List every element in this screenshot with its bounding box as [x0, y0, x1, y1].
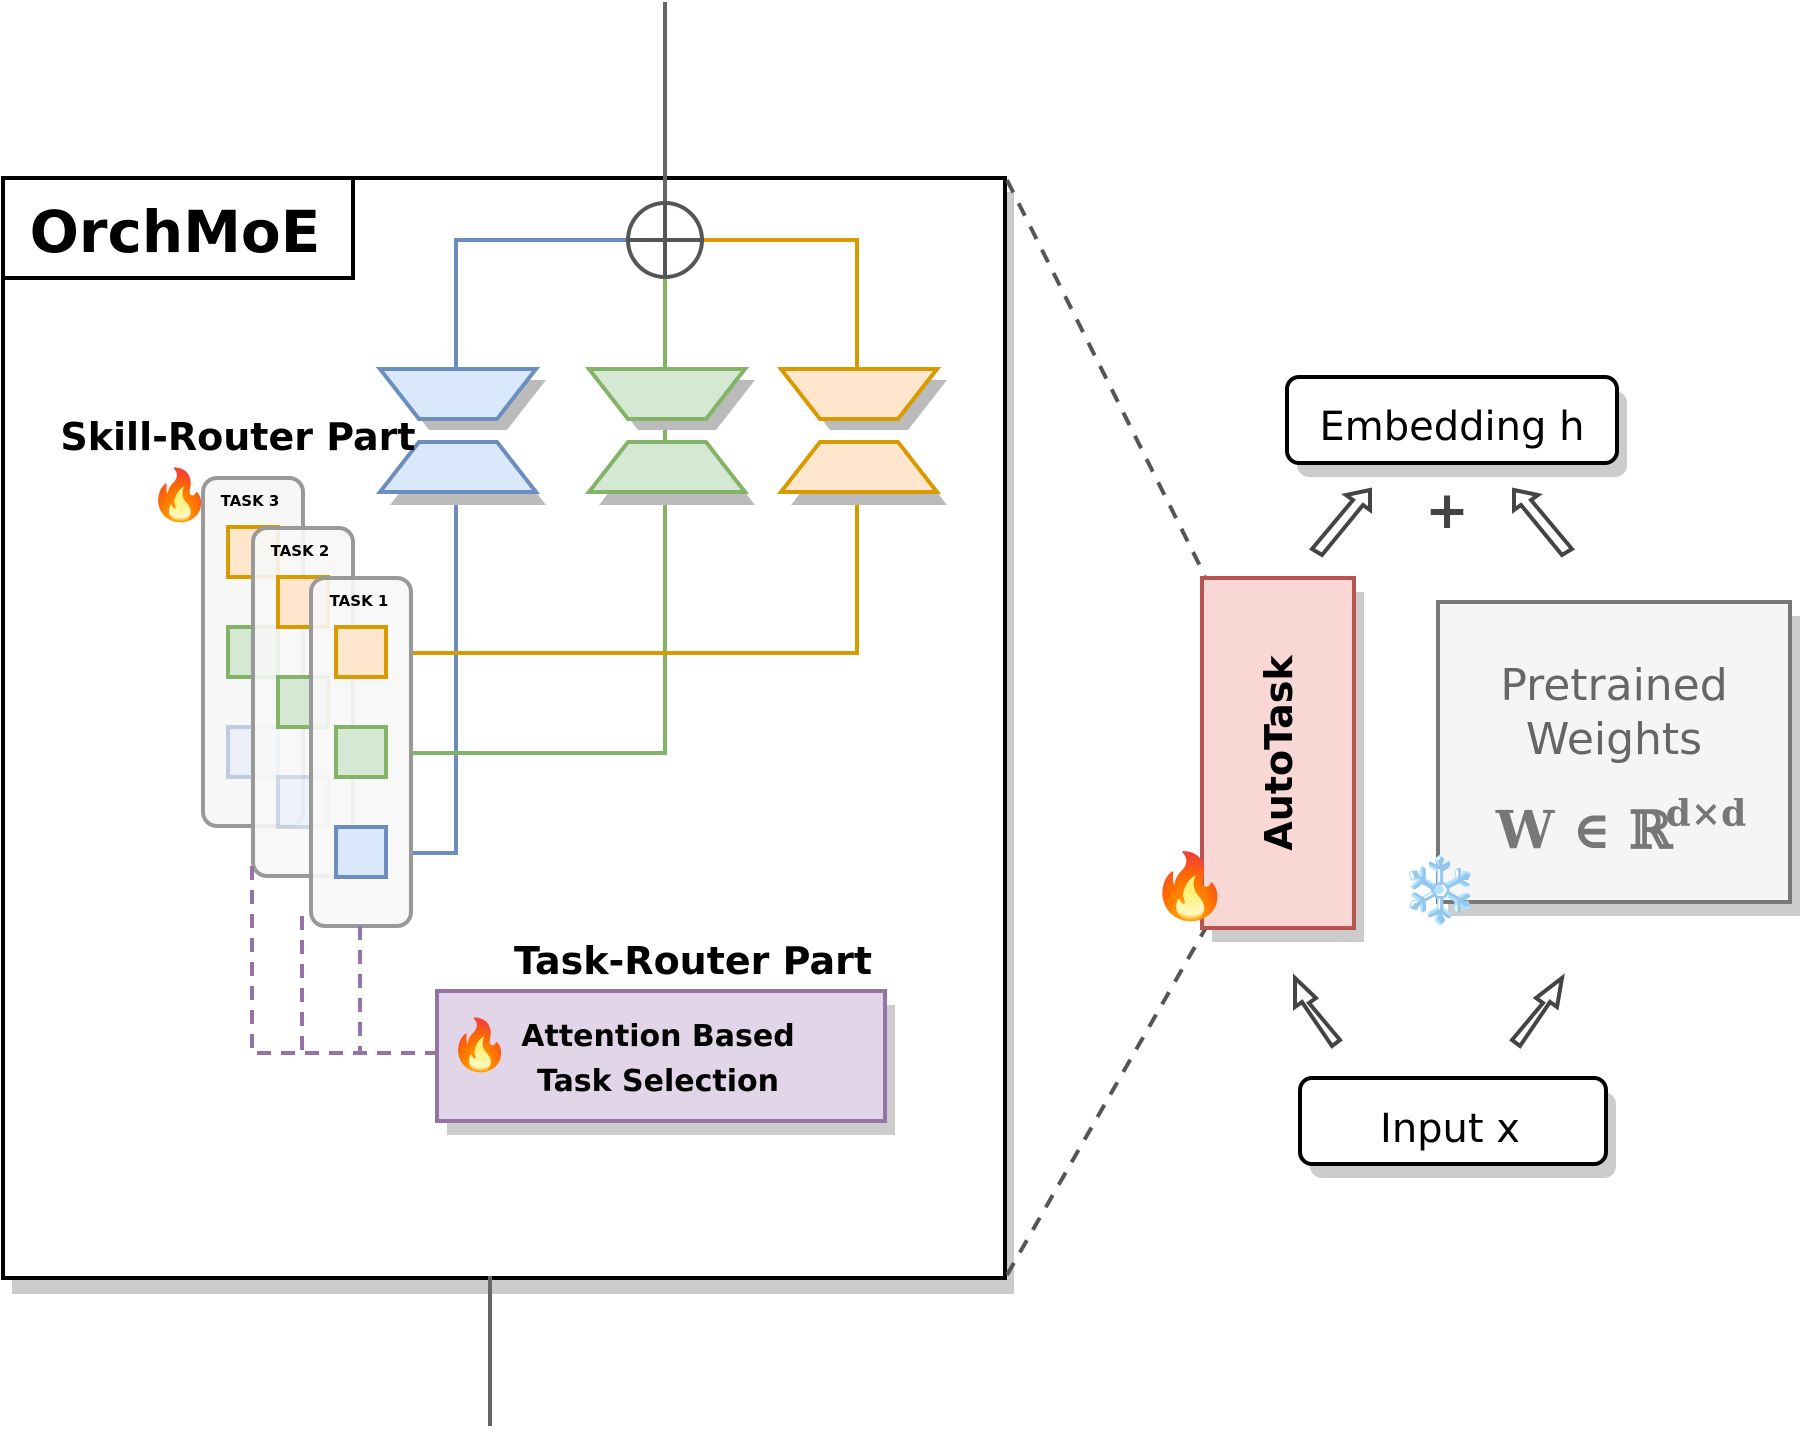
- task1-blue-cell: [334, 825, 388, 879]
- zoom-line-bottom: [1005, 923, 1210, 1276]
- blue-line-top: [454, 238, 630, 369]
- attention-line-1: Attention Based: [521, 1019, 794, 1054]
- expert-blue-upper: [375, 367, 541, 421]
- embedding-label: Embedding h: [1320, 404, 1585, 450]
- pretrained-line-1: Pretrained: [1500, 660, 1727, 711]
- pretrained-line-2: Weights: [1526, 714, 1702, 765]
- expert-green-upper: [584, 367, 750, 421]
- expert-orange-upper: [776, 367, 942, 421]
- autotask-label: AutoTask: [1257, 655, 1301, 851]
- autotask-box: [1200, 576, 1356, 930]
- orange-line-top: [700, 238, 859, 369]
- skill-router-label: Skill-Router Part: [60, 415, 415, 459]
- arrow-pretrained-embedding-icon: [1512, 487, 1576, 558]
- arrow-autotask-embedding-icon: [1308, 487, 1372, 558]
- task1-green-cell: [334, 725, 388, 779]
- embedding-box: [1285, 375, 1619, 465]
- zoom-line-top: [1005, 179, 1207, 577]
- orange-line-bottom: [411, 492, 859, 655]
- task-card-3-label: TASK 3: [221, 492, 280, 510]
- title-box: [1, 176, 355, 280]
- plus-sign: +: [1425, 481, 1469, 541]
- green-line-bottom: [411, 492, 667, 755]
- weight-formula-superscript: d×d: [1666, 793, 1747, 835]
- arrow-input-pretrained-icon: [1509, 973, 1565, 1049]
- arrow-input-autotask-icon: [1293, 973, 1343, 1049]
- title: OrchMoE: [30, 198, 321, 266]
- attention-box: [435, 989, 887, 1123]
- pretrained-box: [1436, 600, 1792, 904]
- weight-formula: W ∈ ℝ: [1495, 800, 1674, 861]
- pretrained-snowflake-icon: ❄️: [1400, 854, 1480, 928]
- input-label: Input x: [1380, 1106, 1520, 1152]
- task1-orange-cell: [334, 625, 388, 679]
- autotask-fire-icon: 🔥: [1150, 850, 1230, 924]
- expert-green-lower: [584, 440, 750, 494]
- skill-router-fire-icon: 🔥: [149, 466, 211, 524]
- task-router-label: Task-Router Part: [514, 939, 872, 983]
- task-card-1-label: TASK 1: [330, 592, 389, 610]
- attention-line-2: Task Selection: [537, 1064, 779, 1099]
- blue-line-bottom: [411, 492, 458, 855]
- input-box: [1298, 1076, 1608, 1166]
- attention-fire-icon: 🔥: [449, 1016, 511, 1074]
- expert-orange-lower: [776, 440, 942, 494]
- expert-blue-lower: [375, 440, 541, 494]
- task-card-2-label: TASK 2: [271, 542, 330, 560]
